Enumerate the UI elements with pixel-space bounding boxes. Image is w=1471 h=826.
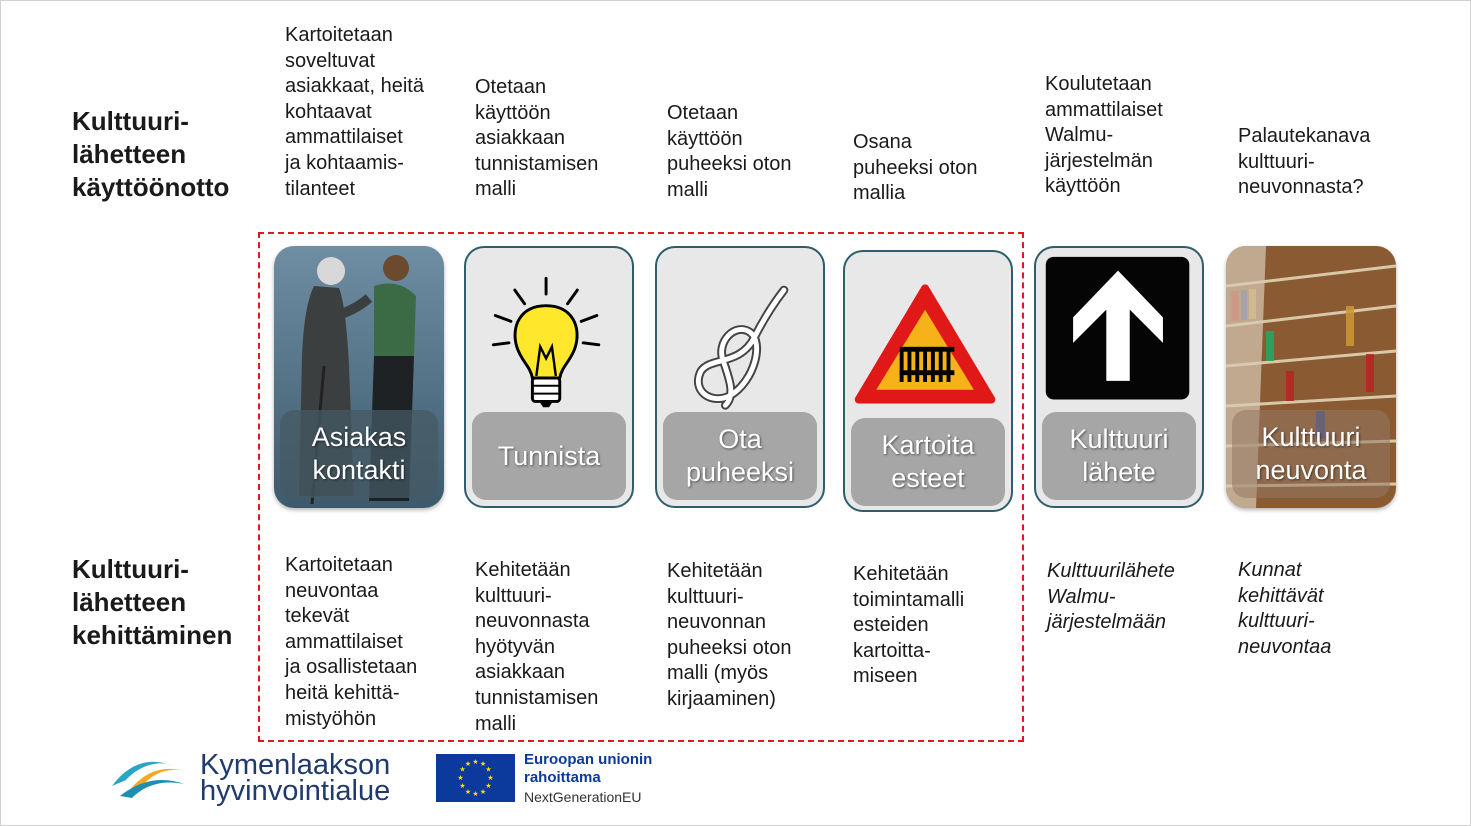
svg-text:★: ★ bbox=[459, 782, 465, 790]
row-title-kehittaminen: Kulttuuri- lähetteen kehittäminen bbox=[72, 554, 233, 650]
top-text-5: Koulutetaan ammattilaiset Walmu- järjest… bbox=[1045, 73, 1163, 198]
card-asiakas-kontakti: Asiakas kontakti bbox=[274, 246, 444, 508]
top-text-3: Otetaan käyttöön puheeksi oton malli bbox=[667, 102, 792, 201]
svg-text:★: ★ bbox=[472, 758, 478, 766]
bottom-text-1: Kartoitetaan neuvontaa tekevät ammattila… bbox=[285, 554, 418, 730]
bottom-text-4: Kehitetään toimintamalli esteiden kartoi… bbox=[853, 563, 965, 688]
card-label: Kartoita esteet bbox=[851, 418, 1005, 506]
card-kulttuuri-neuvonta: Kulttuuri neuvonta bbox=[1226, 246, 1396, 508]
card-ota-puheeksi: Ota puheeksi bbox=[655, 246, 825, 508]
card-tunnista: Tunnista bbox=[464, 246, 634, 508]
dashed-highlight-box bbox=[258, 232, 1024, 742]
org-name: Kymenlaakson hyvinvointialue bbox=[200, 749, 391, 807]
card-label: Kulttuuri lähete bbox=[1042, 412, 1196, 500]
card-label: Tunnista bbox=[472, 412, 626, 500]
kymenlaakso-logo-icon bbox=[112, 761, 188, 798]
arrow-up-sign bbox=[1045, 256, 1190, 400]
svg-text:★: ★ bbox=[472, 790, 478, 798]
card-label: Ota puheeksi bbox=[663, 412, 817, 500]
top-text-1: Kartoitetaan soveltuvat asiakkaat, heitä… bbox=[285, 24, 424, 200]
lightbulb-icon bbox=[491, 276, 601, 408]
card-label: Asiakas kontakti bbox=[280, 410, 438, 498]
svg-text:★: ★ bbox=[487, 774, 493, 782]
card-kartoita-esteet: Kartoita esteet bbox=[843, 250, 1013, 512]
eu-nextgen-text: NextGenerationEU bbox=[524, 789, 642, 805]
bottom-text-3: Kehitetään kulttuuri- neuvonnan puheeksi… bbox=[667, 560, 792, 710]
warning-gate-sign bbox=[854, 284, 996, 404]
svg-text:★: ★ bbox=[480, 788, 486, 796]
card-kulttuuri-lahete: Kulttuuri lähete bbox=[1034, 246, 1204, 508]
top-text-4: Osana puheeksi oton mallia bbox=[853, 131, 978, 205]
card-label: Kulttuuri neuvonta bbox=[1232, 410, 1390, 498]
svg-text:★: ★ bbox=[457, 774, 463, 782]
svg-text:★: ★ bbox=[459, 766, 465, 774]
top-text-6: Palautekanava kulttuuri- neuvonnasta? bbox=[1238, 125, 1371, 199]
row-title-kayttoonotto: Kulttuuri- lähetteen käyttöönotto bbox=[72, 106, 230, 202]
svg-text:★: ★ bbox=[480, 760, 486, 768]
bottom-text-5: Kulttuurilähete Walmu- järjestelmään bbox=[1047, 560, 1175, 634]
svg-text:★: ★ bbox=[465, 760, 471, 768]
svg-text:★: ★ bbox=[485, 766, 491, 774]
eu-funding-text: Euroopan unionin rahoittama bbox=[524, 751, 653, 786]
top-text-2: Otetaan käyttöön asiakkaan tunnistamisen… bbox=[475, 76, 599, 201]
eu-flag-icon: ★★★★ ★★★★ ★★★★ bbox=[436, 754, 515, 802]
svg-text:★: ★ bbox=[465, 788, 471, 796]
bottom-text-2: Kehitetään kulttuuri- neuvonnasta hyötyv… bbox=[475, 559, 599, 735]
bottom-text-6: Kunnat kehittävät kulttuuri- neuvontaa bbox=[1238, 559, 1332, 658]
svg-text:★: ★ bbox=[485, 782, 491, 790]
rope-knot-icon bbox=[694, 285, 789, 410]
